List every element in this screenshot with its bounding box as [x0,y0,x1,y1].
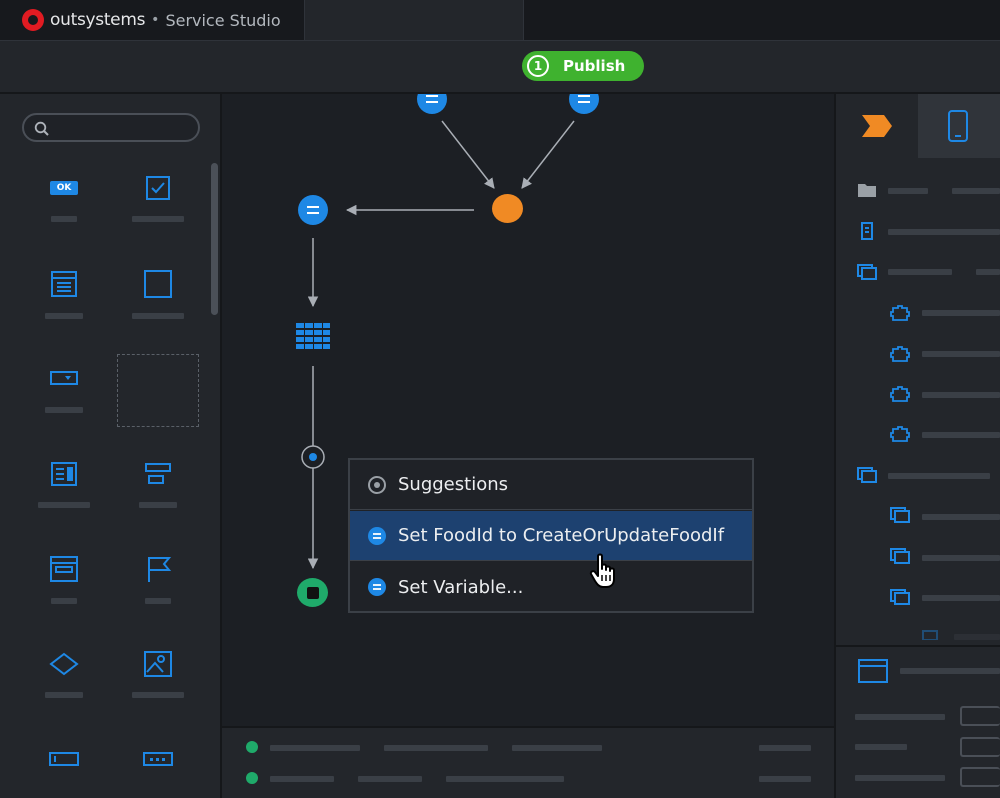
block-icon [890,305,910,321]
block-icon [890,346,910,362]
assign-node[interactable] [298,195,328,225]
property-field[interactable] [960,767,1000,787]
tab-processes[interactable] [836,94,918,158]
folder-icon [858,184,876,197]
button-widget-icon[interactable]: OK [48,178,80,198]
screen-icon [922,630,938,640]
hand-cursor-icon [588,553,622,595]
check-icon [246,741,258,753]
true-change-panel [222,726,834,798]
list-widget-icon[interactable] [48,458,80,490]
menu-item-label: Set FoodId to CreateOrUpdateFoodIf [398,525,725,546]
flow-canvas[interactable] [222,94,834,726]
flow-icon [857,467,877,483]
block-icon [890,426,910,442]
menu-item-suggestions[interactable]: Suggestions [350,460,752,510]
aggregate-node-icon[interactable] [296,323,330,349]
brand: outsystems • Service Studio [22,9,281,31]
container-box-icon[interactable] [142,268,174,300]
suggestions-menu: Suggestions Set FoodId to CreateOrUpdate… [348,458,754,613]
menu-item-set-variable[interactable]: Set Variable... [350,562,752,612]
start-node[interactable] [492,194,523,223]
title-tab[interactable] [304,0,524,40]
brand-name: outsystems [50,10,146,30]
menu-item-label: Set Variable... [398,576,524,598]
image-widget-icon[interactable] [142,648,174,680]
flow-connector [441,120,495,189]
widget-toolbox [0,94,222,798]
outsystems-logo-icon [22,9,44,31]
stop-icon [306,586,319,599]
panel-divider[interactable] [834,645,1000,647]
flow-diagram [301,120,575,570]
tab-interface[interactable] [918,94,1000,158]
assign-icon [368,526,386,545]
columns-widget-icon[interactable] [142,458,174,490]
form-widget-icon[interactable] [48,268,80,300]
circle-dot-icon [368,475,386,494]
toolbar [0,40,1000,94]
property-field[interactable] [960,706,1000,726]
dropdown-widget-icon[interactable] [48,368,80,388]
assign-node[interactable] [417,94,447,114]
property-field[interactable] [960,737,1000,757]
placeholder-widget[interactable] [117,354,199,427]
module-icon [861,222,873,240]
check-icon [246,772,258,784]
container-widget-icon[interactable] [48,553,80,585]
menu-item-label: Suggestions [398,474,508,495]
input-widget-icon[interactable] [48,748,80,770]
flag-widget-icon[interactable] [142,553,174,585]
screen-icon [890,507,910,523]
screen-icon [890,589,910,605]
process-chevron-icon [862,115,892,137]
publish-button[interactable]: 1 Publish [522,51,644,81]
end-node[interactable] [297,578,328,607]
flow-connector [521,120,575,189]
assign-icon [368,578,386,596]
publish-label: Publish [563,57,626,75]
checkbox-widget-icon[interactable] [142,174,174,202]
if-widget-icon[interactable] [48,648,80,680]
ok-badge: OK [50,181,78,195]
mobile-icon [948,110,968,142]
publish-count: 1 [527,55,549,77]
password-input-icon[interactable] [142,748,174,770]
window-icon [858,659,888,683]
search-input[interactable] [22,113,200,142]
assign-node[interactable] [569,94,599,114]
product-name: Service Studio [165,10,281,30]
search-icon [34,121,49,136]
block-icon [890,386,910,402]
flow-icon [857,264,877,280]
toolbox-scrollbar[interactable] [211,163,218,315]
element-tree-panel [834,94,1000,798]
brand-separator: • [151,12,160,28]
screen-icon [890,548,910,564]
menu-item-set-foodid[interactable]: Set FoodId to CreateOrUpdateFoodIf [350,511,752,561]
